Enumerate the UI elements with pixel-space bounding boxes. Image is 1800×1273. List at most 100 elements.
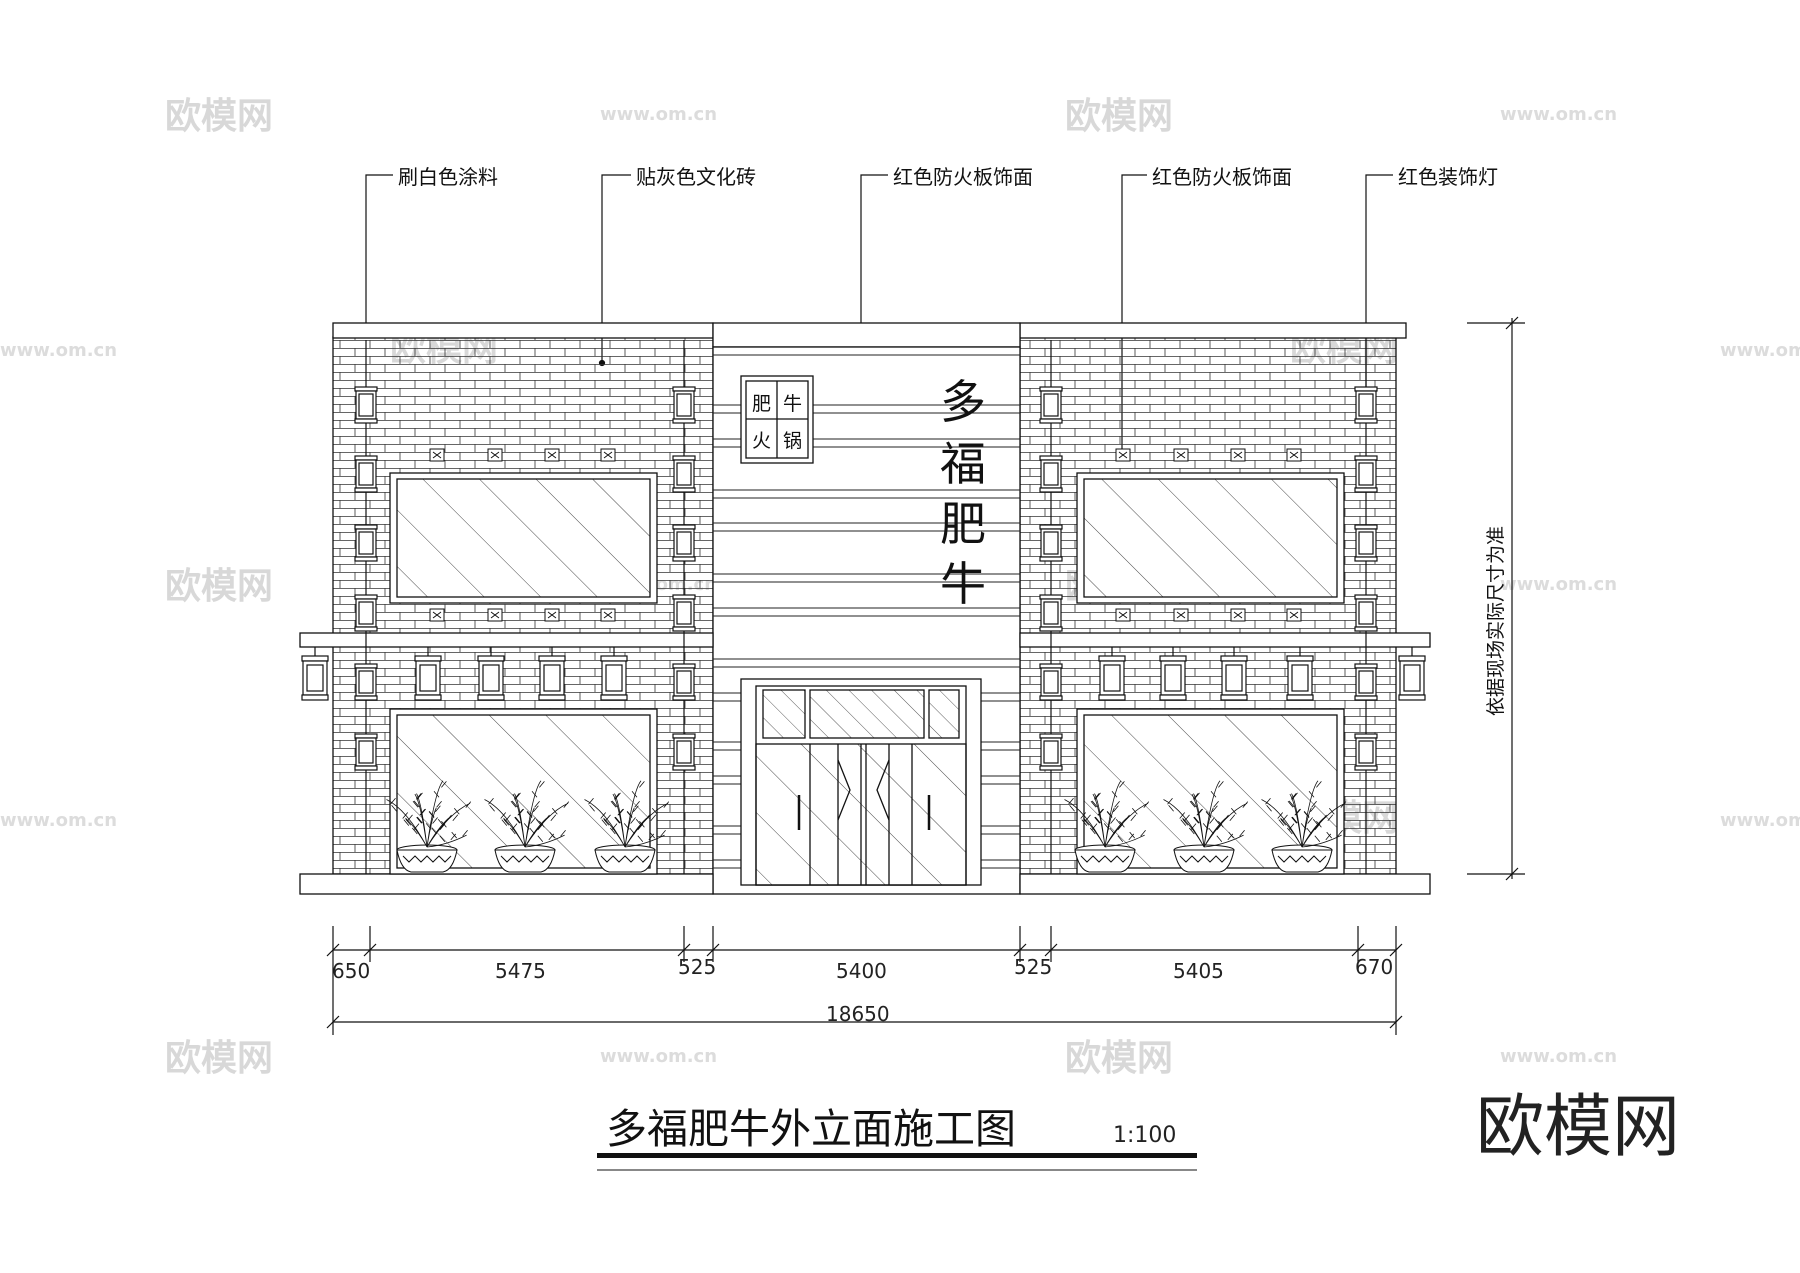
- callout-label-panel-right: 红色防火板饰面: [1152, 165, 1292, 189]
- watermark-url: www.om.cn: [600, 1046, 717, 1067]
- dim-5405: 5405: [1173, 959, 1224, 983]
- dimension-lines: [326, 926, 1403, 1035]
- decor-tile: [1286, 608, 1302, 622]
- drawing-scale: 1:100: [1113, 1123, 1176, 1148]
- entrance-door: [740, 678, 982, 886]
- watermark-logo: 欧模网: [165, 96, 273, 137]
- watermark-url: www.om.cn: [1720, 810, 1800, 831]
- right-canopy: [1019, 632, 1431, 648]
- decor-tile: [1286, 448, 1302, 462]
- decor-tile: [1115, 608, 1131, 622]
- wall-lamp: [672, 524, 696, 562]
- dim-670: 670: [1355, 955, 1393, 979]
- wall-lamp: [1039, 386, 1063, 424]
- watermark-url: www.om.cn: [1720, 340, 1800, 361]
- hanging-lantern: [538, 647, 566, 701]
- upper-window-right: [1076, 472, 1345, 604]
- potted-plant: [1261, 780, 1347, 873]
- wall-lamp: [1039, 524, 1063, 562]
- big-sign-char-duo: 多: [940, 375, 986, 429]
- wall-lamp: [354, 733, 378, 771]
- decor-tile: [429, 608, 445, 622]
- watermark-url: www.om.cn: [0, 810, 117, 831]
- left-coping: [332, 322, 714, 339]
- wall-lamp: [1354, 733, 1378, 771]
- left-canopy: [299, 632, 714, 648]
- hanging-lantern: [600, 647, 628, 701]
- potted-plant: [1064, 780, 1150, 873]
- height-dimension: [1467, 316, 1525, 881]
- watermark-url: www.om.cn: [1500, 104, 1617, 125]
- dim-total-18650: 18650: [826, 1002, 890, 1026]
- watermark-logo: 欧模网: [165, 566, 273, 607]
- watermark-url: www.om.cn: [600, 104, 717, 125]
- potted-plant: [584, 780, 670, 873]
- sign-char-guo: 锅: [783, 430, 802, 452]
- callout-label-panel-center: 红色防火板饰面: [893, 165, 1033, 189]
- wall-lamp: [1354, 663, 1378, 701]
- wall-lamp: [672, 455, 696, 493]
- decor-tile: [544, 448, 560, 462]
- hanging-lantern: [1398, 647, 1426, 701]
- watermark-logo: 欧模网: [1065, 1038, 1173, 1079]
- wall-lamp: [1039, 594, 1063, 632]
- hanging-lantern: [1286, 647, 1314, 701]
- watermark-logo: 欧模网: [1065, 96, 1173, 137]
- dim-5475: 5475: [495, 959, 546, 983]
- big-sign-char-fei: 肥: [940, 497, 986, 551]
- wall-lamp: [354, 455, 378, 493]
- dimension-labels: 650 5475 525 5400 525 5405 670 18650: [332, 955, 1393, 1026]
- height-note: 依据现场实际尺寸为准: [1485, 526, 1507, 716]
- callout-labels: 刷白色涂料 贴灰色文化砖 红色防火板饰面 红色防火板饰面 红色装饰灯: [398, 165, 1498, 189]
- decor-tile: [1230, 448, 1246, 462]
- hanging-lantern: [1098, 647, 1126, 701]
- hanging-lantern: [301, 647, 329, 701]
- callout-label-lamp: 红色装饰灯: [1398, 165, 1498, 189]
- right-plinth: [1019, 873, 1431, 895]
- decor-tile: [544, 608, 560, 622]
- brand-logo: 欧模网: [1476, 1088, 1680, 1167]
- wall-lamp: [672, 733, 696, 771]
- small-sign-box: [740, 375, 814, 464]
- drawing-title: 多福肥牛外立面施工图: [606, 1105, 1016, 1153]
- decor-tile: [1230, 608, 1246, 622]
- hanging-lantern: [1159, 647, 1187, 701]
- potted-plants: [386, 780, 1347, 873]
- decor-tile: [487, 608, 503, 622]
- hanging-lantern: [414, 647, 442, 701]
- watermark-url: www.om.cn: [1500, 1046, 1617, 1067]
- title-underline-thick: [597, 1153, 1197, 1158]
- wall-lamp: [354, 386, 378, 424]
- potted-plant: [1163, 780, 1249, 873]
- decor-tile: [429, 448, 445, 462]
- wall-lamp: [672, 386, 696, 424]
- right-coping: [1019, 322, 1407, 339]
- sign-char-huo: 火: [752, 430, 771, 452]
- small-sign-text: 肥 牛 火 锅: [752, 393, 802, 452]
- decor-tile: [1173, 448, 1189, 462]
- upper-window-left: [389, 472, 658, 604]
- wall-lamp: [1354, 455, 1378, 493]
- big-sign-char-niu: 牛: [940, 557, 986, 611]
- dim-525-right: 525: [1014, 955, 1052, 979]
- wall-lamp: [1039, 455, 1063, 493]
- decor-tile: [1173, 608, 1189, 622]
- decor-tile: [600, 448, 616, 462]
- wall-lamp: [354, 524, 378, 562]
- wall-lamp: [1354, 594, 1378, 632]
- hanging-lantern: [477, 647, 505, 701]
- decorative-lamps: [301, 340, 1426, 874]
- center-top-cap: [712, 322, 1021, 348]
- potted-plant: [484, 780, 570, 873]
- watermark-url: www.om.cn: [0, 340, 117, 361]
- watermark-logo: 欧模网: [165, 1038, 273, 1079]
- dim-525-left: 525: [678, 955, 716, 979]
- wall-lamp: [354, 663, 378, 701]
- potted-plant: [386, 780, 472, 873]
- dim-5400: 5400: [836, 959, 887, 983]
- wall-lamp: [354, 594, 378, 632]
- decorative-tiles: [429, 448, 1302, 622]
- wall-lamp: [1039, 663, 1063, 701]
- callout-label-brick: 贴灰色文化砖: [636, 165, 756, 189]
